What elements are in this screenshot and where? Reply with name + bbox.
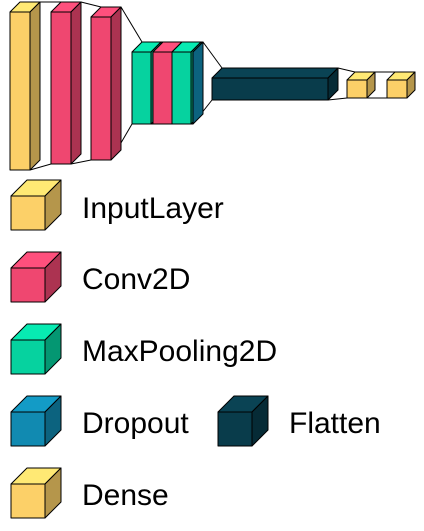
connector-top-line <box>337 67 356 73</box>
side-face <box>192 41 204 125</box>
front-face <box>10 195 46 231</box>
legend-cube-maxpooling2d-icon <box>10 323 62 375</box>
front-face <box>217 411 253 447</box>
legend-label-inputlayer: InputLayer <box>82 192 224 225</box>
front-face <box>10 267 46 303</box>
connector-bottom-line <box>70 159 92 165</box>
front-face <box>386 79 408 99</box>
legend-cube-conv2d-icon <box>10 251 62 303</box>
layer-conv2d-3 <box>90 6 122 161</box>
legend-label-dense: Dense <box>82 479 169 512</box>
legend: InputLayer Conv2D MaxPooling2D Dropout F… <box>10 179 381 519</box>
legend-icons <box>10 179 269 519</box>
connector-8 <box>327 67 356 101</box>
front-face <box>9 11 31 171</box>
side-face <box>29 1 41 171</box>
front-face <box>171 51 192 125</box>
legend-label-dropout: Dropout <box>82 407 189 440</box>
legend-label-maxpooling2d: MaxPooling2D <box>82 335 277 368</box>
top-face <box>211 67 339 79</box>
front-face <box>346 79 368 99</box>
legend-cube-dense-icon <box>10 467 62 519</box>
connector-9 <box>367 71 395 99</box>
front-face <box>131 51 152 125</box>
layer-dense-10 <box>386 71 416 99</box>
legend-cube-inputlayer-icon <box>10 179 62 231</box>
connector-2 <box>70 1 102 165</box>
front-face <box>10 483 46 519</box>
front-face <box>50 11 72 165</box>
layer-dense-9 <box>346 71 376 99</box>
connector-top-line <box>202 41 223 69</box>
side-face <box>70 1 82 165</box>
front-face <box>152 51 173 125</box>
front-face <box>211 77 329 101</box>
layer-stack <box>9 1 416 171</box>
layer-flatten-8 <box>211 67 339 101</box>
connector-top-line <box>120 6 143 43</box>
layer-inputlayer-1 <box>9 1 41 171</box>
front-face <box>10 339 46 375</box>
layer-dropout-7 <box>192 41 204 125</box>
connector-top-line <box>80 1 102 8</box>
front-face <box>90 16 112 161</box>
connector-bottom-line <box>29 163 52 171</box>
connector-bottom-line <box>327 97 348 101</box>
front-face <box>10 411 46 447</box>
legend-label-conv2d: Conv2D <box>82 263 190 296</box>
legend-cube-dropout-icon <box>10 395 62 447</box>
legend-label-flatten: Flatten <box>289 407 381 440</box>
side-face <box>110 6 122 161</box>
layer-conv2d-2 <box>50 1 82 165</box>
connector-1 <box>29 1 61 171</box>
legend-cube-flatten-icon <box>217 395 269 447</box>
